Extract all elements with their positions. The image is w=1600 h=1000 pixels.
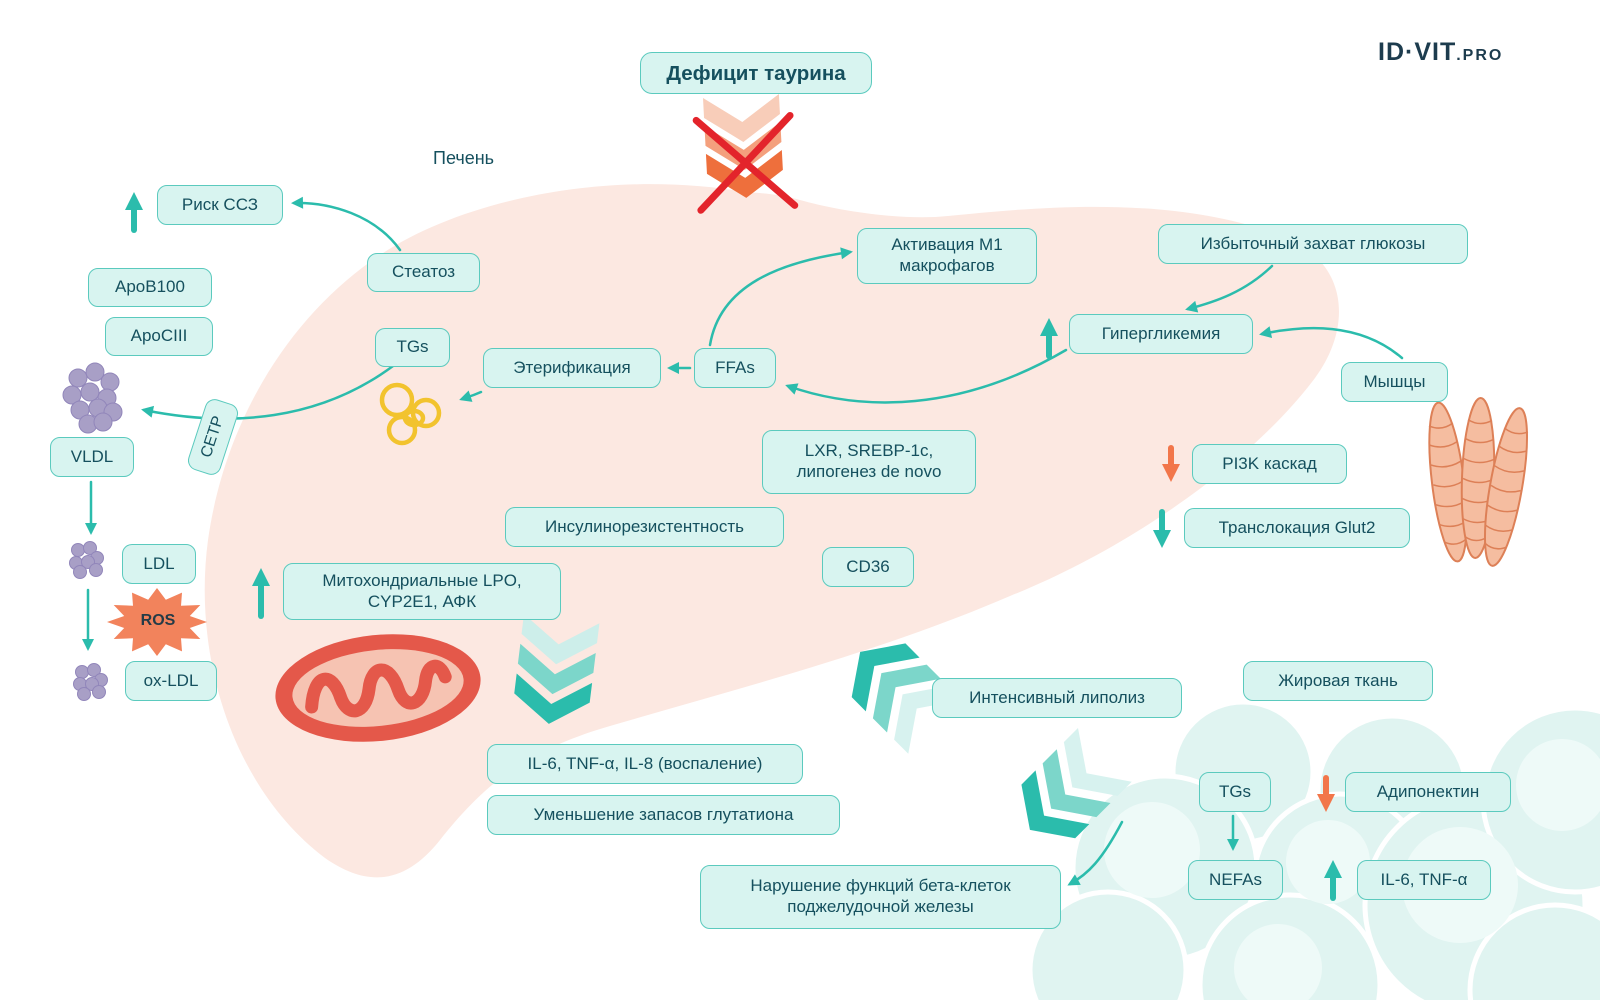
oxldl-particles-icon <box>73 663 108 701</box>
node-apob100: ApoB100 <box>88 268 212 307</box>
node-lipolysis: Интенсивный липолиз <box>932 678 1182 718</box>
teal-indicator-arrows <box>125 192 1342 901</box>
brand-logo: ID·VIT.PRO <box>1378 38 1503 67</box>
connector-steatosis-risk <box>291 196 402 252</box>
node-glutathione: Уменьшение запасов глутатиона <box>487 795 840 835</box>
node-beta-cells: Нарушение функций бета-клеток поджелудоч… <box>700 865 1061 929</box>
node-pi3k: PI3K каскад <box>1192 444 1347 484</box>
node-adiponectin: Адипонектин <box>1345 772 1511 812</box>
node-oxldl: ox-LDL <box>125 661 217 701</box>
node-risk-cvd: Риск ССЗ <box>157 185 283 225</box>
connector-ffas-m1 <box>708 247 853 347</box>
node-lipogenesis: LXR, SREBP-1c, липогенез de novo <box>762 430 976 494</box>
ros-label: ROS <box>140 612 176 629</box>
connector-arrows <box>82 196 1404 886</box>
node-muscles: Мышцы <box>1341 362 1448 402</box>
node-esterification: Этерификация <box>483 348 661 388</box>
vldl-particles-icon <box>62 362 123 434</box>
connector-glucose-hyperglycemia <box>1185 264 1274 313</box>
connector-hyperglycemia-ffas <box>785 348 1068 404</box>
node-vldl: VLDL <box>50 437 134 477</box>
node-m1-activation: Активация M1 макрофагов <box>857 228 1037 284</box>
title-taurine-deficiency: Дефицит таурина <box>640 52 872 94</box>
connector-muscle-hyperglycemia <box>1259 326 1404 360</box>
node-hyperglycemia: Гипергликемия <box>1069 314 1253 354</box>
orange-indicator-arrows <box>1162 445 1335 812</box>
node-il6-tnf: IL-6, TNF-α <box>1357 860 1491 900</box>
connector-nefas-betacells <box>1067 820 1124 886</box>
node-nefas: NEFAs <box>1188 860 1283 900</box>
adipose-cells-sheen <box>1104 739 1600 1000</box>
node-inflammation: IL-6, TNF-α, IL-8 (воспаление) <box>487 744 803 784</box>
node-tgs-liver: TGs <box>375 328 450 367</box>
node-apociii: ApoCIII <box>105 317 213 356</box>
node-ffas: FFAs <box>694 348 776 388</box>
brand-tld: .PRO <box>1456 47 1504 64</box>
node-insulin-resistance: Инсулинорезистентность <box>505 507 784 547</box>
brand-name: ID·VIT <box>1378 38 1457 66</box>
tg-lipid-icon <box>379 382 442 446</box>
muscle-fibers-icon <box>1421 396 1537 570</box>
node-glut2: Транслокация Glut2 <box>1184 508 1410 548</box>
connector-esterification-tg <box>459 390 483 402</box>
taurine-crossed-icon <box>692 94 799 214</box>
node-cd36: CD36 <box>822 547 914 587</box>
ros-burst-icon <box>107 588 207 656</box>
ldl-particles-icon <box>69 541 104 579</box>
mitochondria-icon <box>275 634 481 742</box>
node-glucose-uptake: Избыточный захват глюкозы <box>1158 224 1468 264</box>
connector-tgs-vldl <box>141 364 395 420</box>
node-steatosis: Стеатоз <box>367 253 480 292</box>
red-cross-icon <box>692 111 799 214</box>
node-mito-lpo: Митохондриальные LPO, CYP2E1, АФК <box>283 563 561 620</box>
node-ldl: LDL <box>122 544 196 584</box>
node-adipose-tissue: Жировая ткань <box>1243 661 1433 701</box>
node-tgs-adipose: TGs <box>1199 772 1271 812</box>
liver-region-label: Печень <box>433 148 495 168</box>
